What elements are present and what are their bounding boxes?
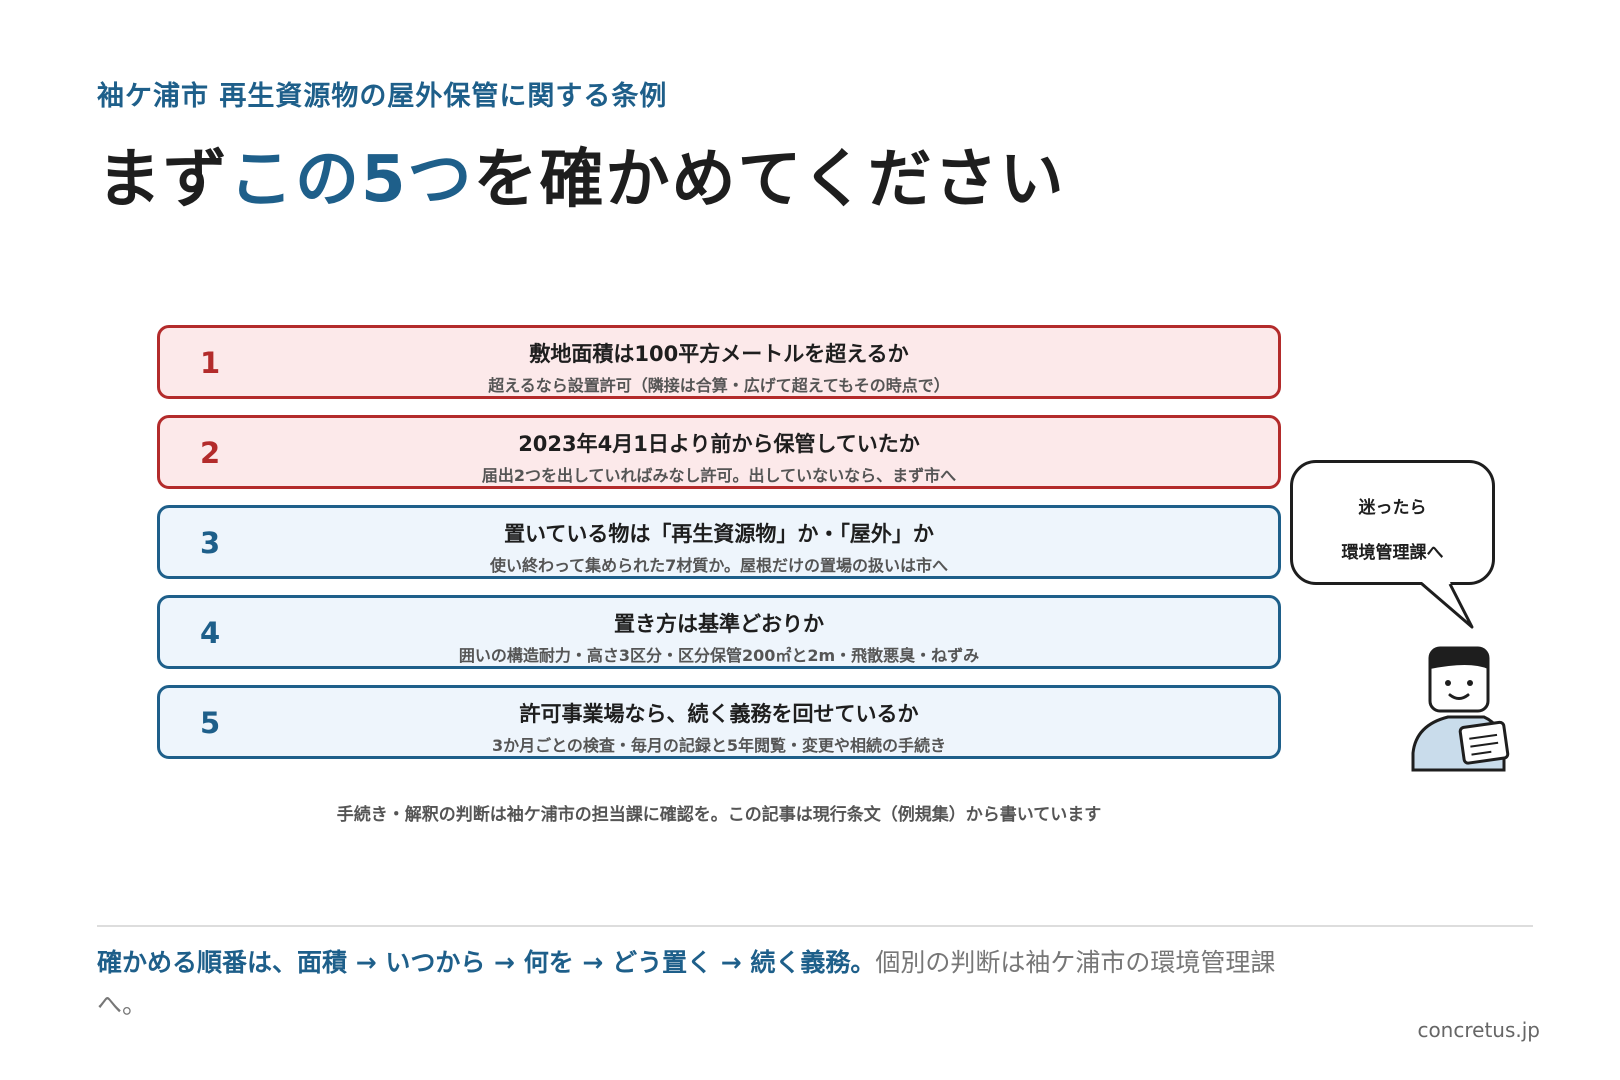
step-title: 2023年4月1日より前から保管していたか [518, 432, 920, 456]
step-card-4: 4 置き方は基準どおりか 囲いの構造耐力・高さ3区分・区分保管200㎡と2m・飛… [157, 595, 1281, 669]
step-description: 3か月ごとの検査・毎月の記録と5年閲覧・変更や相続の手続き [491, 736, 947, 755]
step-card-1: 1 敷地面積は100平方メートルを超えるか 超えるなら設置許可（隣接は合算・広げ… [157, 325, 1281, 399]
step-number: 1 [200, 346, 221, 380]
step-description: 超えるなら設置許可（隣接は合算・広げて超えてもその時点で） [488, 376, 950, 395]
title-highlight: この5つ [229, 143, 474, 217]
checklist: 1 敷地面積は100平方メートルを超えるか 超えるなら設置許可（隣接は合算・広げ… [157, 325, 1281, 775]
step-card-5: 5 許可事業場なら、続く義務を回せているか 3か月ごとの検査・毎月の記録と5年閲… [157, 685, 1281, 759]
summary-strong: 確かめる順番は、面積 → いつから → 何を → どう置く → 続く義務。 [97, 948, 876, 977]
speech-bubble-tail-icon [1421, 582, 1474, 629]
step-description: 囲いの構造耐力・高さ3区分・区分保管200㎡と2m・飛散悪臭・ねずみ [458, 646, 980, 665]
bubble-line-2: 環境管理課へ [1341, 543, 1444, 563]
step-number: 4 [200, 616, 221, 650]
page-title: まずこの5つを確かめてください [97, 128, 1066, 220]
summary-text: 確かめる順番は、面積 → いつから → 何を → どう置く → 続く義務。個別の… [97, 942, 1297, 1026]
step-description: 使い終わって集められた7材質か。屋根だけの置場の扱いは市へ [489, 556, 948, 575]
title-pre: まず [97, 143, 229, 217]
step-title: 置いている物は「再生資源物」か・「屋外」か [504, 522, 934, 546]
step-number: 2 [200, 436, 221, 470]
step-card-3: 3 置いている物は「再生資源物」か・「屋外」か 使い終わって集められた7材質か。… [157, 505, 1281, 579]
step-title: 置き方は基準どおりか [614, 612, 824, 636]
step-description: 届出2つを出していればみなし許可。出していないなら、まず市へ [481, 466, 957, 485]
step-card-2: 2 2023年4月1日より前から保管していたか 届出2つを出していればみなし許可… [157, 415, 1281, 489]
section-divider [97, 925, 1533, 927]
step-number: 3 [200, 526, 221, 560]
page-subtitle: 袖ケ浦市 再生資源物の屋外保管に関する条例 [97, 81, 668, 112]
disclaimer-note: 手続き・解釈の判断は袖ケ浦市の担当課に確認を。この記事は現行条文（例規集）から書… [336, 805, 1102, 825]
step-title: 敷地面積は100平方メートルを超えるか [529, 342, 909, 366]
step-title: 許可事業場なら、続く義務を回せているか [519, 702, 919, 726]
speech-bubble: 迷ったら 環境管理課へ [1290, 460, 1495, 585]
title-post: を確かめてください [473, 143, 1066, 217]
person-holding-document-icon [1411, 646, 1510, 772]
summary-rest: 個別の判断は袖ケ浦市の環境管理課へ。 [97, 948, 1276, 1019]
step-number: 5 [200, 706, 221, 740]
bubble-line-1: 迷ったら [1358, 498, 1427, 518]
site-credit: concretus.jp [1417, 1018, 1540, 1042]
